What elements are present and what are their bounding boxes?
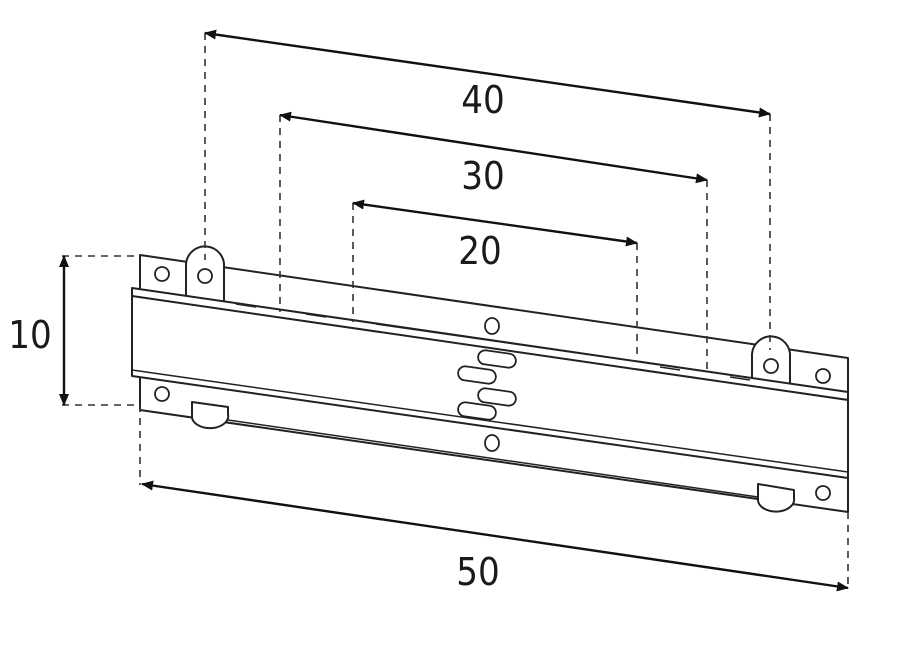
dimension-10-label: 10 <box>8 313 52 357</box>
dimension-20: 20 <box>352 199 638 360</box>
dimension-30-label: 30 <box>461 154 505 198</box>
upper-ear-right-hole <box>763 358 779 374</box>
lower-tab-right <box>757 483 796 513</box>
bracket-body <box>131 245 849 513</box>
back-plate-hole-bottom-right <box>815 485 831 501</box>
upper-ear-left-hole <box>197 268 213 284</box>
back-plate-hole-top-right <box>815 368 831 384</box>
rail-hole-bottom <box>484 434 500 452</box>
rail-slots <box>457 349 517 421</box>
lower-tab-left <box>191 401 230 430</box>
dimension-40-label: 40 <box>461 78 505 122</box>
dimension-50: 50 <box>139 405 849 594</box>
back-plate-hole-bottom-left <box>154 386 170 402</box>
dimension-30: 30 <box>279 111 708 375</box>
dimension-20-label: 20 <box>458 229 502 273</box>
dimension-10: 10 <box>8 255 140 406</box>
flange-notches <box>235 303 751 381</box>
rail-hole-top <box>484 317 500 335</box>
front-rail-lower-edge <box>131 369 849 473</box>
dimension-50-label: 50 <box>456 550 500 594</box>
back-plate-hole-top-left <box>154 266 170 282</box>
front-rail <box>131 295 849 479</box>
